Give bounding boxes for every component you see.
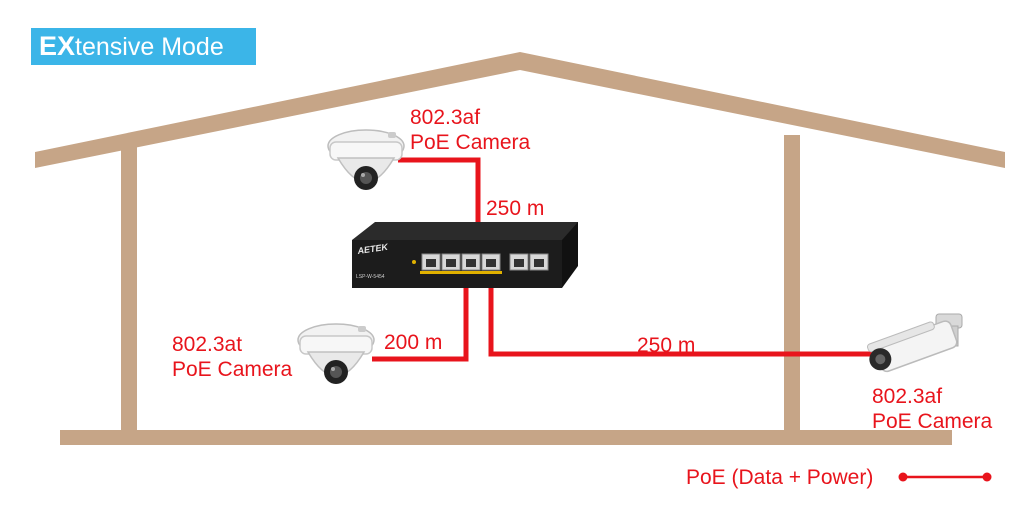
house-wall-left: [121, 135, 137, 433]
legend-label: PoE (Data + Power): [686, 466, 874, 489]
switch-model: LSP-W-5454: [356, 274, 385, 280]
legend-cable-icon: [898, 472, 992, 482]
house-floor: [60, 430, 952, 445]
cable-left-camera: [372, 282, 469, 362]
left-camera-distance: 200 m: [384, 331, 443, 354]
cable-top-camera: [398, 157, 481, 232]
top-camera-icon: [327, 129, 405, 190]
left-camera-standard: 802.3at: [172, 333, 243, 356]
switch-brand: AETEK: [356, 242, 390, 256]
poe-switch: AETEK LSP-W-5454: [352, 222, 578, 288]
top-camera-label: 802.3af PoE Camera: [410, 105, 530, 155]
mode-badge-bold: EX: [39, 31, 76, 61]
top-camera-type: PoE Camera: [410, 131, 531, 154]
right-camera-icon: [867, 313, 963, 373]
right-camera-type: PoE Camera: [872, 410, 993, 433]
left-camera-icon: [297, 323, 375, 384]
top-camera-standard: 802.3af: [410, 106, 481, 129]
cable-right-camera: [488, 282, 872, 357]
right-camera-standard: 802.3af: [872, 385, 943, 408]
right-camera-distance: 250 m: [637, 334, 696, 357]
poe-cables: [372, 157, 872, 362]
right-camera-label: 802.3af PoE Camera: [872, 384, 992, 434]
left-camera-label: 802.3at PoE Camera: [172, 332, 292, 382]
mode-badge: EXtensive Mode: [31, 28, 256, 65]
house-wall-right: [784, 135, 800, 433]
left-camera-type: PoE Camera: [172, 358, 293, 381]
top-camera-distance: 250 m: [486, 197, 545, 220]
mode-badge-rest: tensive Mode: [75, 33, 224, 61]
